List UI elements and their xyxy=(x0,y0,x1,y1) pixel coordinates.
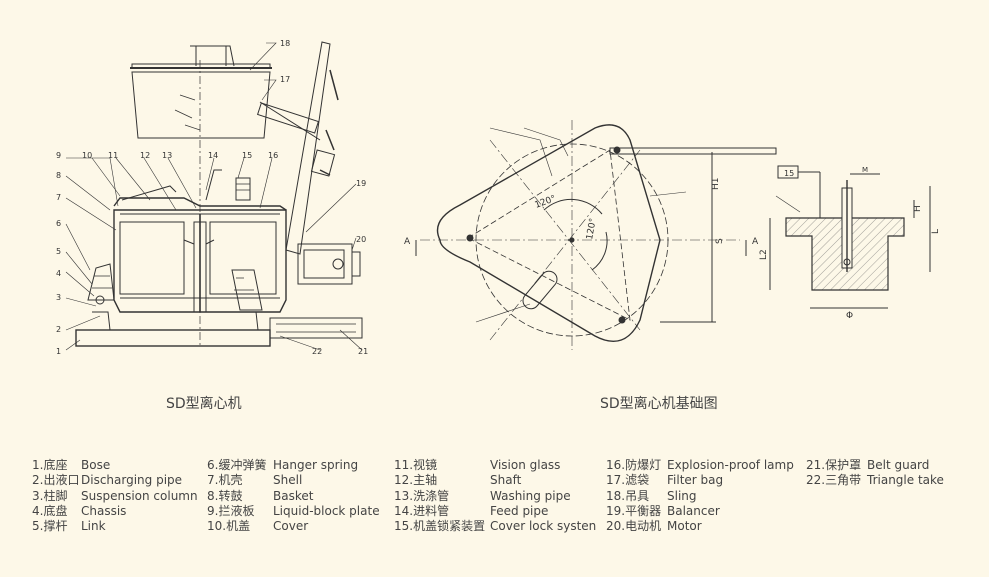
cover-arm xyxy=(285,41,339,255)
callout-20: 20 xyxy=(356,235,366,244)
callout-9: 9 xyxy=(56,151,61,160)
technical-drawing: 18 17 9 10 11 12 13 14 15 16 19 20 8 7 6… xyxy=(56,39,941,356)
dim-m: M xyxy=(862,166,868,174)
callout-19: 19 xyxy=(356,179,366,188)
angle-label-2: 120° xyxy=(585,217,599,240)
centrifuge-side-view xyxy=(65,41,363,351)
section-a-right: A xyxy=(752,237,759,247)
callout-8: 8 xyxy=(56,171,61,180)
callout-1: 1 xyxy=(56,347,61,356)
motor xyxy=(297,243,361,285)
callout-13: 13 xyxy=(162,151,172,160)
foundation-section xyxy=(769,165,931,309)
callout-2: 2 xyxy=(56,325,61,334)
callout-12: 12 xyxy=(140,151,150,160)
dim-h: H xyxy=(913,205,923,212)
caption-foundation: SD型离心机基础图 xyxy=(600,396,718,412)
callout-4: 4 xyxy=(56,269,61,278)
callout-5: 5 xyxy=(56,247,61,256)
dim-l: L xyxy=(931,229,941,234)
dim-s: S xyxy=(715,238,725,244)
section-a-left: A xyxy=(404,237,411,247)
callout-3: 3 xyxy=(56,293,61,302)
flatness-box: 15 xyxy=(784,169,794,178)
dim-h1: H1 xyxy=(711,178,721,191)
callout-14: 14 xyxy=(208,151,218,160)
callout-15: 15 xyxy=(242,151,252,160)
base xyxy=(75,263,363,347)
callout-numbers: 18 17 9 10 11 12 13 14 15 16 19 20 8 7 6… xyxy=(56,39,368,356)
caption-centrifuge: SD型离心机 xyxy=(166,396,242,412)
callout-22: 22 xyxy=(312,347,322,356)
foundation-plan xyxy=(415,120,777,350)
callout-11: 11 xyxy=(108,151,118,160)
callout-17: 17 xyxy=(280,75,290,84)
callout-10: 10 xyxy=(82,151,92,160)
callout-7: 7 xyxy=(56,193,61,202)
explosion-proof-lamp xyxy=(231,269,263,311)
callout-21: 21 xyxy=(358,347,368,356)
dim-l2: L2 xyxy=(759,249,769,260)
callout-18: 18 xyxy=(280,39,290,48)
sling-and-filter-bag xyxy=(130,45,321,141)
callout-16: 16 xyxy=(268,151,278,160)
dim-phi: Φ xyxy=(846,311,853,321)
callout-6: 6 xyxy=(56,219,61,228)
callout-leaders xyxy=(65,42,363,351)
